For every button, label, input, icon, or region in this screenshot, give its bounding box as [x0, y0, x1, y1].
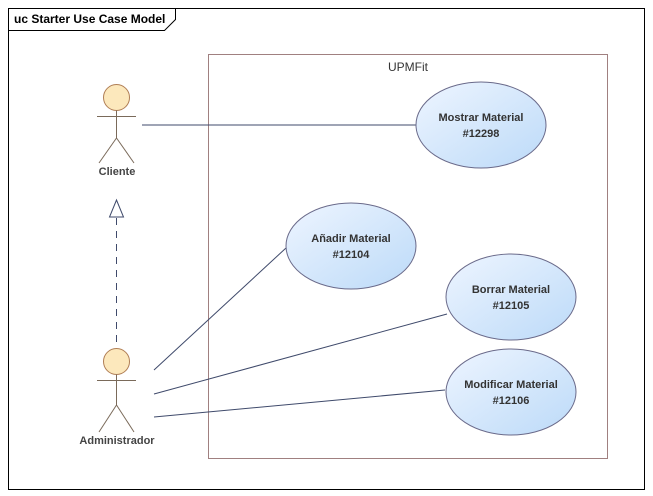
use-case-id: #12104	[333, 249, 371, 261]
actor-label-cliente: Cliente	[99, 166, 136, 178]
use-case-id: #12298	[463, 128, 500, 140]
actor-cliente[interactable]	[97, 84, 136, 164]
use-case-borrar-material[interactable]: Borrar Material #12105	[445, 253, 577, 341]
use-case-name: Añadir Material	[311, 233, 390, 245]
actor-left-leg	[98, 404, 117, 433]
use-case-id: #12105	[493, 300, 530, 312]
use-case-anadir-material[interactable]: Añadir Material #12104	[285, 202, 417, 290]
system-boundary-title: UPMFit	[388, 60, 429, 74]
association-administrador-borrar	[153, 313, 448, 395]
actor-left-leg	[98, 137, 117, 164]
use-case-mostrar-material[interactable]: Mostrar Material #12298	[415, 81, 547, 169]
use-case-ellipse	[445, 348, 577, 436]
use-case-ellipse	[445, 253, 577, 341]
actor-label-administrador: Administrador	[79, 435, 155, 447]
associations	[142, 124, 448, 418]
generalization-administrador-cliente	[108, 198, 125, 345]
actor-right-leg	[116, 137, 135, 164]
frame-title: uc Starter Use Case Model	[14, 12, 165, 26]
use-case-modificar-material[interactable]: Modificar Material #12106	[445, 348, 577, 436]
use-case-name: Mostrar Material	[439, 112, 524, 124]
association-administrador-anadir	[153, 247, 287, 371]
generalization-arrowhead	[108, 198, 125, 218]
actor-administrador[interactable]	[97, 348, 136, 433]
use-case-id: #12106	[493, 395, 530, 407]
frame-title-tab	[8, 8, 176, 31]
use-case-ellipse	[415, 81, 547, 169]
use-case-name: Modificar Material	[464, 379, 558, 391]
association-administrador-modificar	[153, 389, 446, 418]
use-case-ellipse	[285, 202, 417, 290]
actor-right-leg	[116, 404, 135, 433]
use-case-name: Borrar Material	[472, 284, 550, 296]
actor-head	[103, 84, 130, 111]
actor-head	[103, 348, 130, 375]
